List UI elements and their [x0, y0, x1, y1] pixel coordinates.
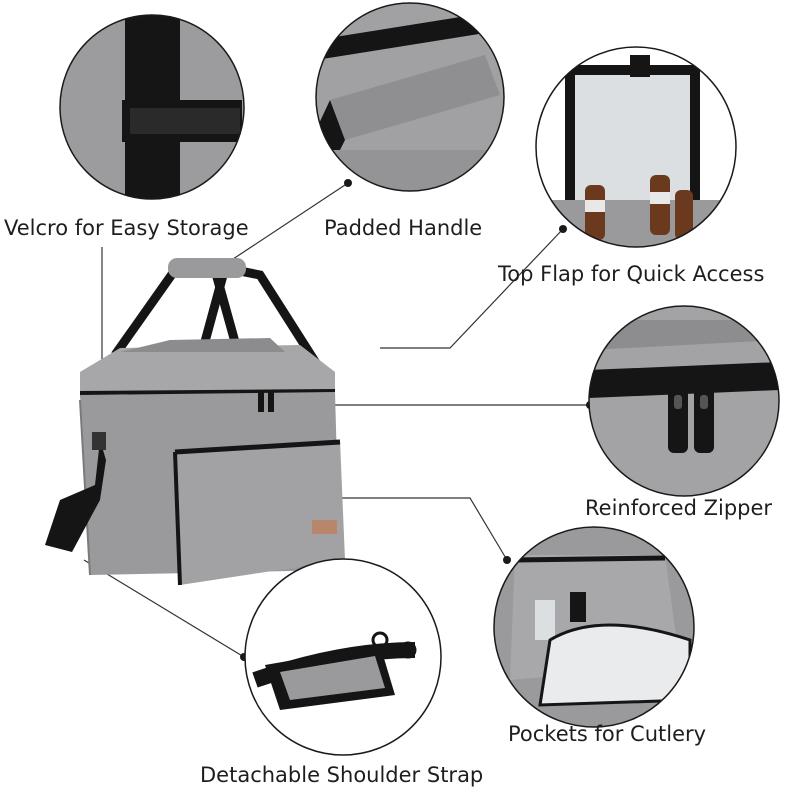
- brand-patch: [312, 520, 337, 534]
- padded-handle-detail: [315, 2, 505, 192]
- label-reinforced-zipper: Reinforced Zipper: [585, 496, 773, 520]
- label-velcro-storage: Velcro for Easy Storage: [4, 216, 249, 240]
- cooler-bag: [45, 258, 345, 586]
- leader-topflap: [380, 228, 564, 349]
- top-flap-detail: [535, 46, 737, 248]
- label-top-flap: Top Flap for Quick Access: [498, 262, 765, 286]
- leader-strap: [83, 559, 245, 658]
- label-cutlery-pockets: Pockets for Cutlery: [508, 722, 707, 746]
- label-padded-handle: Padded Handle: [324, 216, 483, 240]
- shoulder-strap-detail: [244, 558, 442, 756]
- reinforced-zipper-detail: [588, 305, 780, 497]
- padded-handle-sleeve: [168, 258, 246, 278]
- label-shoulder-strap: Detachable Shoulder Strap: [200, 763, 484, 787]
- cutlery-pockets-detail: [493, 526, 695, 728]
- velcro-strap-detail: [59, 14, 245, 200]
- leader-handle: [223, 182, 349, 266]
